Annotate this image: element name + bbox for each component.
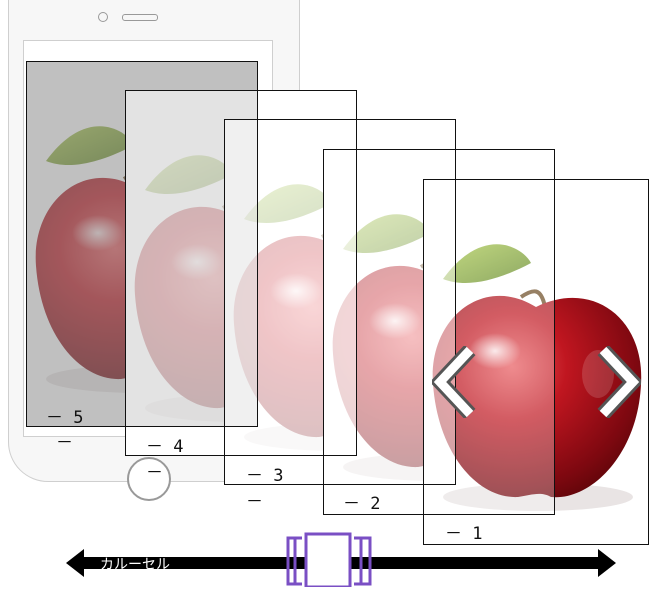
slide-subcaption: － bbox=[146, 463, 163, 483]
carousel-label: カルーセル bbox=[100, 557, 170, 573]
carousel-slide bbox=[26, 61, 258, 427]
speaker-icon bbox=[122, 14, 158, 21]
home-button-icon bbox=[127, 457, 171, 501]
slide-subcaption: － bbox=[246, 492, 263, 512]
carousel-slide bbox=[323, 149, 555, 515]
slide-caption: － 5 bbox=[46, 408, 84, 428]
slide-caption: － 3 bbox=[246, 466, 284, 486]
slide-caption: － 4 bbox=[146, 437, 184, 457]
viewport-handle-icon[interactable] bbox=[282, 528, 376, 589]
carousel-slide-active bbox=[423, 179, 649, 545]
chevron-right-icon[interactable] bbox=[597, 344, 644, 420]
camera-icon bbox=[98, 12, 108, 22]
slide-caption: － 2 bbox=[343, 494, 381, 514]
slide-caption: － 1 bbox=[445, 524, 483, 544]
chevron-left-icon[interactable] bbox=[429, 344, 476, 420]
slide-subcaption: － bbox=[56, 433, 73, 453]
carousel-slide bbox=[125, 90, 357, 456]
carousel-slide bbox=[224, 119, 456, 485]
